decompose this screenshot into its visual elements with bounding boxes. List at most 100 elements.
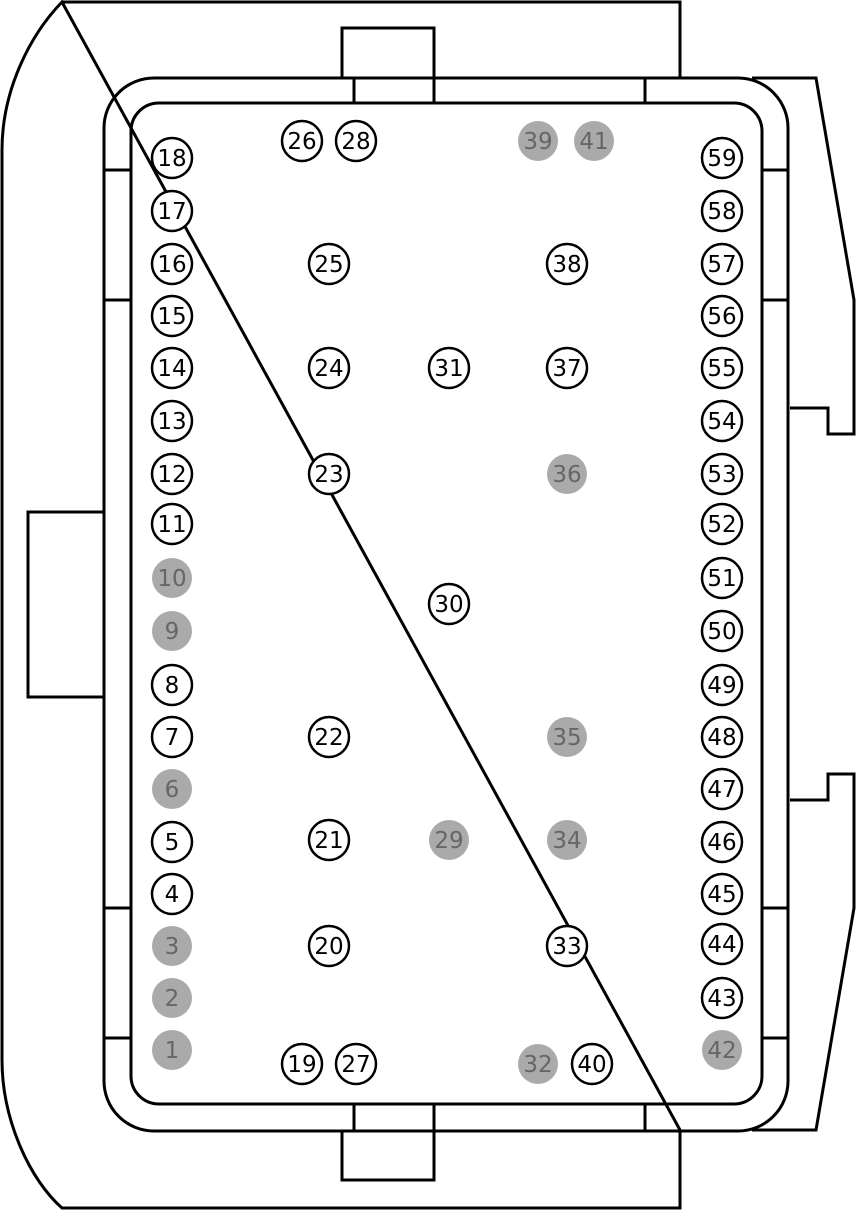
pin-44: 44 bbox=[700, 922, 744, 966]
pin-cavity-populated bbox=[150, 715, 194, 759]
pin-cavity-populated bbox=[700, 767, 744, 811]
pin-number-label: 13 bbox=[157, 409, 186, 435]
pin-number-label: 55 bbox=[707, 356, 736, 382]
pin-cavity-populated bbox=[427, 346, 471, 390]
pin-number-label: 28 bbox=[341, 129, 370, 155]
pin-number-label: 40 bbox=[577, 1052, 606, 1078]
pin-cavity-populated bbox=[150, 872, 194, 916]
pin-2: 2 bbox=[152, 978, 192, 1018]
pin-35: 35 bbox=[547, 717, 587, 757]
pin-15: 15 bbox=[150, 294, 194, 338]
pin-cavity-populated bbox=[700, 820, 744, 864]
pin-cavity-unused bbox=[152, 558, 192, 598]
pin-number-label: 31 bbox=[434, 356, 463, 382]
pin-31: 31 bbox=[427, 346, 471, 390]
pin-56: 56 bbox=[700, 294, 744, 338]
pin-34: 34 bbox=[547, 820, 587, 860]
pin-number-label: 1 bbox=[165, 1038, 180, 1064]
pin-29: 29 bbox=[429, 820, 469, 860]
pin-36: 36 bbox=[547, 454, 587, 494]
pin-number-label: 23 bbox=[314, 462, 343, 488]
pin-number-label: 44 bbox=[707, 932, 736, 958]
pin-48: 48 bbox=[700, 715, 744, 759]
pin-cavity-populated bbox=[700, 556, 744, 600]
pin-number-label: 15 bbox=[157, 304, 186, 330]
pin-cavity-unused bbox=[547, 454, 587, 494]
pin-number-label: 27 bbox=[341, 1052, 370, 1078]
pin-22: 22 bbox=[307, 715, 351, 759]
pin-cavity-populated bbox=[700, 922, 744, 966]
pin-32: 32 bbox=[518, 1044, 558, 1084]
pin-cavity-populated bbox=[700, 189, 744, 233]
pin-cavity-populated bbox=[700, 346, 744, 390]
pin-cavities: 1234567891011121314151617181920212223242… bbox=[150, 119, 744, 1086]
pin-number-label: 5 bbox=[165, 830, 180, 856]
pin-21: 21 bbox=[307, 818, 351, 862]
pin-cavity-populated bbox=[307, 346, 351, 390]
pin-23: 23 bbox=[307, 452, 351, 496]
pin-number-label: 54 bbox=[707, 409, 736, 435]
pin-number-label: 51 bbox=[707, 566, 736, 592]
pin-number-label: 22 bbox=[314, 725, 343, 751]
outer-frame bbox=[102, 76, 790, 1133]
pin-12: 12 bbox=[150, 452, 194, 496]
pin-cavity-unused bbox=[152, 769, 192, 809]
pin-8: 8 bbox=[150, 663, 194, 707]
pin-16: 16 bbox=[150, 242, 194, 286]
pin-number-label: 32 bbox=[523, 1052, 552, 1078]
pin-number-label: 24 bbox=[314, 356, 343, 382]
pin-cavity-unused bbox=[152, 978, 192, 1018]
pin-40: 40 bbox=[570, 1042, 614, 1086]
pin-number-label: 2 bbox=[165, 986, 180, 1012]
pin-number-label: 6 bbox=[165, 777, 180, 803]
pin-number-label: 4 bbox=[165, 882, 180, 908]
pin-10: 10 bbox=[152, 558, 192, 598]
pin-number-label: 59 bbox=[707, 146, 736, 172]
pin-number-label: 9 bbox=[165, 619, 180, 645]
pin-6: 6 bbox=[152, 769, 192, 809]
pin-cavity-populated bbox=[150, 242, 194, 286]
pin-cavity-populated bbox=[150, 346, 194, 390]
pin-cavity-populated bbox=[334, 119, 378, 163]
pin-46: 46 bbox=[700, 820, 744, 864]
pin-43: 43 bbox=[700, 976, 744, 1020]
pin-number-label: 37 bbox=[552, 356, 581, 382]
pin-11: 11 bbox=[150, 502, 194, 546]
pin-47: 47 bbox=[700, 767, 744, 811]
pin-cavity-populated bbox=[150, 452, 194, 496]
pin-cavity-unused bbox=[152, 611, 192, 651]
pin-38: 38 bbox=[545, 242, 589, 286]
pin-5: 5 bbox=[150, 820, 194, 864]
pin-4: 4 bbox=[150, 872, 194, 916]
pin-9: 9 bbox=[152, 611, 192, 651]
pin-cavity-populated bbox=[700, 136, 744, 180]
pin-cavity-populated bbox=[150, 820, 194, 864]
pin-number-label: 57 bbox=[707, 252, 736, 278]
pin-cavity-populated bbox=[700, 242, 744, 286]
pin-58: 58 bbox=[700, 189, 744, 233]
pin-cavity-populated bbox=[545, 346, 589, 390]
pin-57: 57 bbox=[700, 242, 744, 286]
pin-cavity-populated bbox=[700, 976, 744, 1020]
pin-number-label: 10 bbox=[157, 566, 186, 592]
pin-number-label: 11 bbox=[157, 512, 186, 538]
pin-number-label: 17 bbox=[157, 199, 186, 225]
side-ribs bbox=[104, 168, 788, 1040]
right-latch-wedge bbox=[752, 76, 856, 436]
pin-number-label: 20 bbox=[314, 934, 343, 960]
pin-33: 33 bbox=[545, 924, 589, 968]
right-latch-wedge-lower bbox=[752, 772, 856, 1132]
pin-25: 25 bbox=[307, 242, 351, 286]
pin-number-label: 47 bbox=[707, 777, 736, 803]
pin-number-label: 45 bbox=[707, 882, 736, 908]
pin-20: 20 bbox=[307, 924, 351, 968]
pin-cavity-unused bbox=[518, 1044, 558, 1084]
pin-45: 45 bbox=[700, 872, 744, 916]
pin-number-label: 29 bbox=[434, 828, 463, 854]
pin-cavity-unused bbox=[152, 1030, 192, 1070]
pin-number-label: 34 bbox=[552, 828, 581, 854]
pin-cavity-populated bbox=[427, 582, 471, 626]
pin-cavity-populated bbox=[700, 294, 744, 338]
